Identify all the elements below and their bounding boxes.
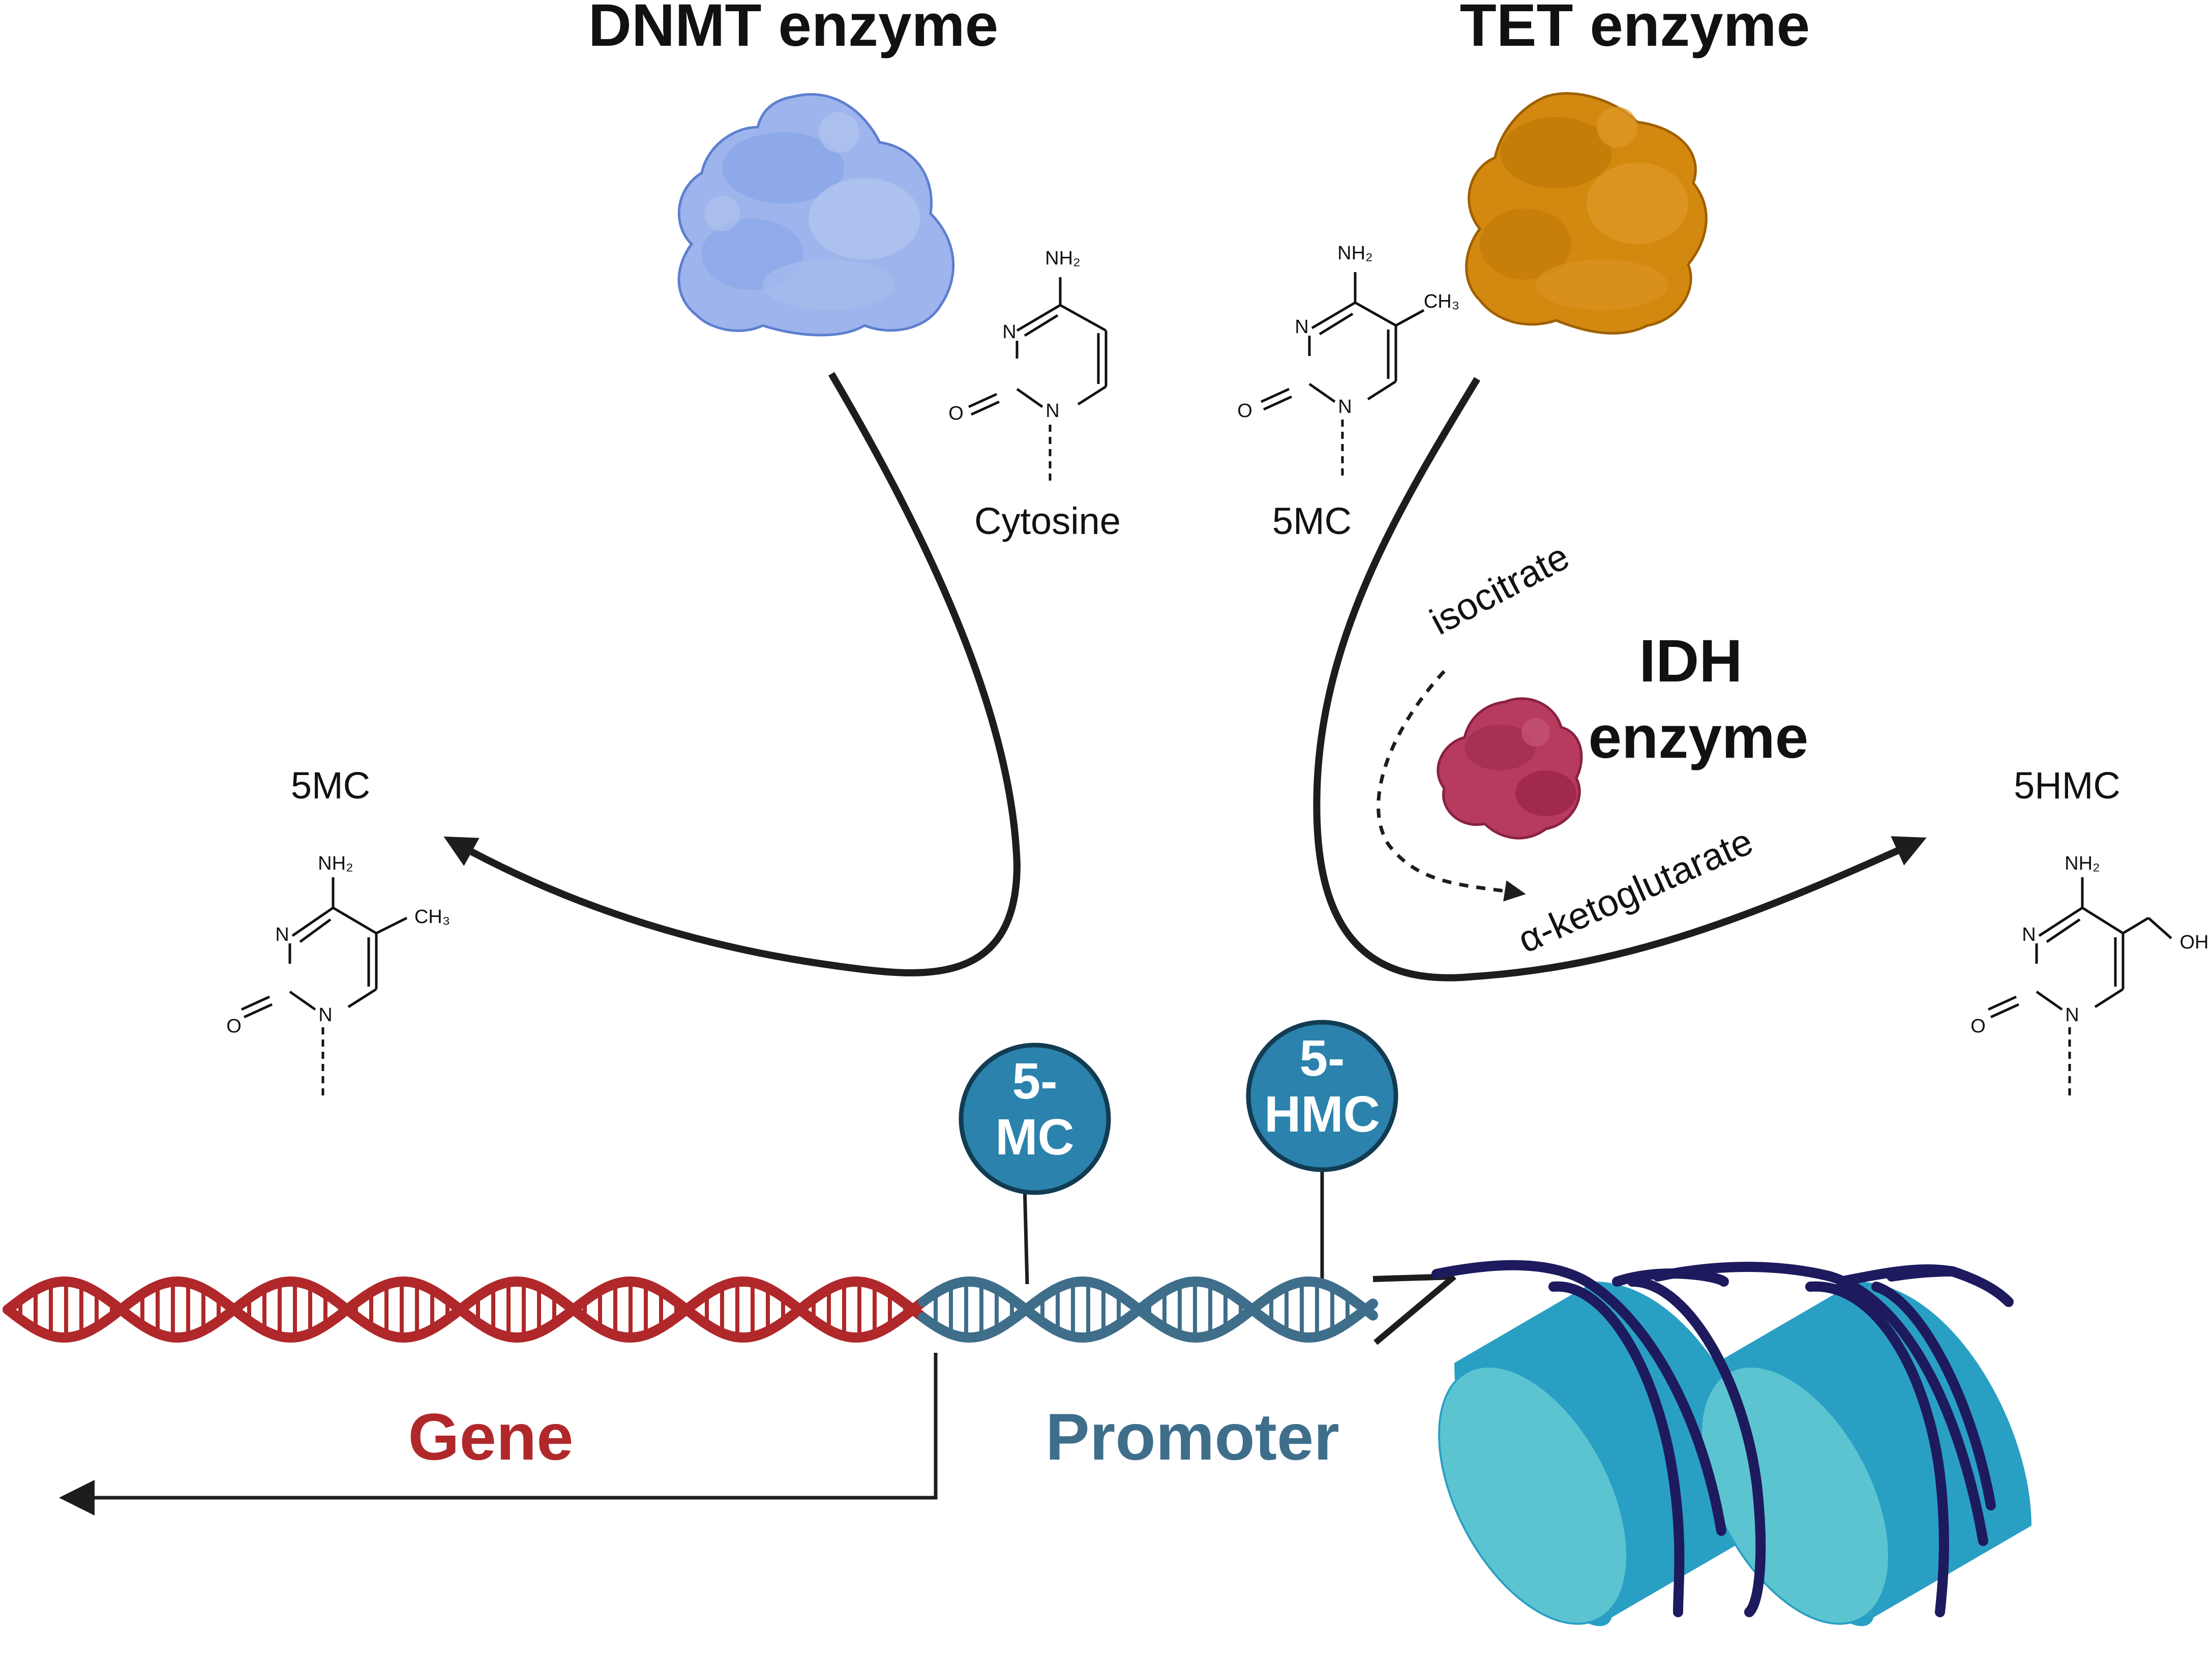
nucleosome-dna-wrap [1431,1260,2014,1617]
mc-mark-line1: 5- [1012,1053,1058,1110]
cytosine-caption: Cytosine [974,500,1121,542]
nucleosome-2 [1700,1282,2031,1626]
dnmt-methylation-arrow [443,372,1021,976]
fivehmc-right-o: O [1970,1016,1986,1037]
fivemc-left-caption: 5MC [291,764,370,807]
fivehmc-right-n1: N [2065,1004,2079,1026]
fivehmc-right-oh: OH [2180,932,2209,953]
transcription-arrow [59,1353,938,1516]
fivemc-top-o: O [1237,400,1252,422]
cytosine-structure [968,277,1108,481]
fivemc-left-o: O [226,1016,242,1037]
mc-mark-stalk [1023,1184,1029,1285]
fivehmc-right-nh2: NH₂ [2065,853,2100,874]
cytosine-n3: N [1002,321,1016,343]
idh-conversion-arrow [1377,670,1526,902]
idh-enzyme-label-line2: enzyme [1589,704,1809,771]
tet-enzyme-label: TET enzyme [1460,0,1810,59]
fivemc-top-n3: N [1295,316,1308,338]
tet-oxidation-arrow [1313,377,1927,982]
hmc-mark-line1: 5- [1300,1030,1345,1087]
fivemc-left-ch3: CH₃ [414,906,450,928]
fivemc-top-nh2: NH₂ [1337,243,1373,264]
cytosine-o: O [948,403,964,424]
dna-promoter-helix [918,1276,1378,1343]
alpha-ketoglutarate-label: α-ketoglutarate [1512,820,1759,961]
fivemc-left-structure [241,877,408,1096]
promoter-label: Promoter [1045,1400,1339,1474]
fivemc-top-caption: 5MC [1272,500,1352,542]
isocitrate-label: isocitrate [1423,535,1576,643]
hmc-mark-line2: HMC [1264,1086,1380,1143]
mc-mark-circle [959,1043,1111,1195]
dna-strand-a [3,1276,928,1343]
fivehmc-right-n3: N [2022,924,2036,945]
cytosine-nh2: NH₂ [1045,248,1081,269]
dna-strand-a [918,1276,1378,1343]
gene-label: Gene [408,1400,573,1474]
dna-strand-b [3,1276,928,1343]
fivehmc-right-caption: 5HMC [2014,764,2120,807]
fivemc-top-ch3: CH₃ [1424,291,1459,312]
fivemc-left-nh2: NH₂ [318,853,353,874]
linker-dna-bottom [1373,1274,1456,1345]
dnmt-enzyme-protein [677,93,955,337]
dna-strand-b [918,1276,1378,1343]
cytosine-n1: N [1045,400,1059,422]
mc-mark-line2: MC [995,1109,1074,1166]
fivemc-top-n1: N [1338,396,1352,418]
fivehmc-right-structure [1987,877,2172,1096]
fivemc-top-structure [1260,272,1425,481]
dna-gene-helix [3,1276,928,1343]
dnmt-enzyme-label: DNMT enzyme [588,0,998,59]
hmc-mark-circle [1246,1020,1398,1172]
fivemc-left-n1: N [318,1004,332,1026]
tet-enzyme-protein [1465,92,1708,335]
idh-enzyme-protein [1437,697,1583,840]
nucleosome-1 [1438,1282,1770,1626]
idh-enzyme-label-line1: IDH [1639,628,1742,695]
fivemc-left-n3: N [275,924,289,945]
